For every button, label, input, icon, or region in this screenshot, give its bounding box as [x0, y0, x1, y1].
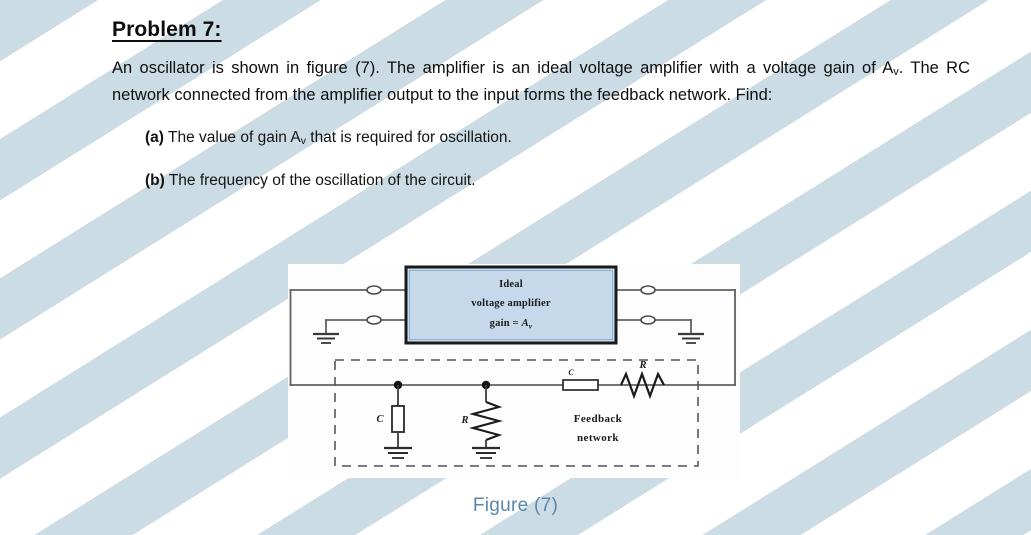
- series-capacitor-label: C: [568, 368, 574, 377]
- problem-items-list: (a) The value of gain Av that is require…: [112, 127, 972, 192]
- shunt-resistor-branch: R: [460, 380, 504, 459]
- resistor-icon-series: [619, 370, 665, 400]
- feedback-network-label-line2: network: [577, 432, 619, 444]
- feedback-network-boundary: [334, 359, 699, 467]
- figure-caption: Figure (7): [472, 495, 559, 516]
- item-marker-a: (a): [145, 128, 164, 146]
- shunt-capacitor-label: C: [376, 414, 384, 425]
- resistor-icon-shunt: [468, 401, 504, 441]
- ground-icon: [472, 446, 500, 459]
- capacitor-icon-shunt: [391, 405, 405, 433]
- series-resistor-label: R: [638, 360, 646, 371]
- terminal-icon-output-top: [640, 285, 656, 295]
- problem-statement-part1: An oscillator is shown in figure (7). Th…: [112, 59, 894, 78]
- item-text-a-part1: The value of gain A: [167, 128, 301, 146]
- ground-icon: [313, 332, 339, 344]
- feedback-network-label-line1: Feedback: [574, 413, 623, 425]
- problem-statement-subscript: v: [893, 66, 899, 79]
- item-text-a-part2: that is required for oscillation.: [305, 128, 512, 146]
- list-item: (a) The value of gain Av that is require…: [145, 127, 972, 149]
- ground-icon: [678, 332, 704, 344]
- amplifier-gain-prefix: gain =: [490, 318, 522, 329]
- capacitor-icon-series: [562, 379, 599, 391]
- list-item: (b) The frequency of the oscillation of …: [145, 170, 972, 192]
- problem-statement: An oscillator is shown in figure (7). Th…: [112, 55, 970, 109]
- item-text-a-subscript: v: [300, 134, 306, 147]
- ground-icon: [384, 446, 412, 459]
- series-resistor: R: [619, 360, 665, 400]
- shunt-resistor-label: R: [460, 415, 468, 426]
- item-text-b-part1: The frequency of the oscillation of the …: [168, 172, 476, 190]
- series-capacitor: C: [562, 368, 599, 391]
- terminal-icon-output-bottom: [640, 315, 656, 325]
- amplifier-gain-var: A: [521, 318, 529, 329]
- problem-text-block: Problem 7: An oscillator is shown in fig…: [112, 18, 972, 214]
- ground-symbols-top: [313, 332, 704, 344]
- amplifier-label-line1: Ideal: [499, 279, 523, 290]
- ideal-amplifier-block: Ideal voltage amplifier gain = Av: [404, 265, 618, 345]
- amplifier-label-line3: gain = Av: [490, 318, 533, 331]
- shunt-capacitor-branch: C: [376, 380, 412, 459]
- amplifier-gain-sub: v: [529, 322, 533, 331]
- problem-statement-part2: . The RC network connected from the ampl…: [112, 59, 971, 104]
- terminal-icon-input-bottom: [366, 315, 382, 325]
- circuit-figure: Ideal voltage amplifier gain = Av: [288, 264, 740, 478]
- page-title: Problem 7:: [112, 18, 222, 41]
- terminal-icon-input-top: [366, 285, 382, 295]
- amplifier-label-line2: voltage amplifier: [471, 298, 551, 309]
- terminal-nodes: [366, 285, 656, 325]
- circuit-diagram-svg: Ideal voltage amplifier gain = Av: [289, 265, 736, 467]
- circuit-wires: [289, 289, 736, 386]
- item-marker-b: (b): [145, 172, 165, 190]
